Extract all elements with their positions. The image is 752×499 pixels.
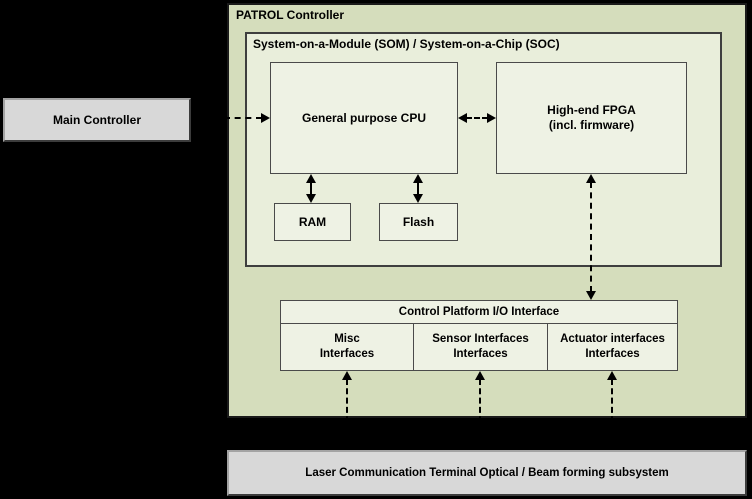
io-cell-misc-line2: Interfaces	[319, 348, 375, 360]
flash-box: Flash	[379, 203, 458, 241]
io-cell-actuator-line2: Interfaces	[585, 348, 640, 360]
dashed-line	[479, 379, 481, 450]
laser-subsystem-box: Laser Communication Terminal Optical / B…	[227, 450, 747, 496]
cpu-box: General purpose CPU	[270, 62, 458, 174]
som-soc-title: System-on-a-Module (SOM) / System-on-a-C…	[253, 37, 560, 51]
io-cell-sensor: Sensor Interfaces Interfaces	[413, 323, 548, 371]
ram-label: RAM	[298, 215, 327, 229]
fpga-label-line1: High-end FPGA	[547, 103, 636, 117]
solid-line	[310, 181, 312, 196]
arrowhead-right	[261, 113, 270, 123]
arrowhead-down	[586, 291, 596, 300]
dashed-line	[590, 182, 592, 292]
arrowhead-up	[413, 174, 423, 183]
io-interface-header-label: Control Platform I/O Interface	[398, 306, 560, 318]
flash-label: Flash	[402, 215, 435, 229]
arrowhead-right	[487, 113, 496, 123]
io-interface-header: Control Platform I/O Interface	[280, 300, 678, 324]
arrowhead-up	[475, 371, 485, 380]
io-cell-misc-line1: Misc	[334, 333, 360, 345]
dashed-line	[466, 117, 488, 119]
arrowhead-up	[342, 371, 352, 380]
io-cell-actuator-line1: Actuator interfaces	[560, 333, 665, 345]
patrol-controller-title: PATROL Controller	[236, 8, 344, 22]
main-controller-box: Main Controller	[3, 98, 191, 142]
laser-subsystem-label: Laser Communication Terminal Optical / B…	[305, 467, 669, 479]
arrowhead-down	[413, 194, 423, 203]
fpga-box: High-end FPGA (incl. firmware)	[496, 62, 687, 174]
arrowhead-up	[586, 174, 596, 183]
dashed-line	[192, 117, 262, 119]
io-cell-sensor-line2: Interfaces	[453, 348, 508, 360]
arrowhead-left	[458, 113, 467, 123]
cpu-label: General purpose CPU	[301, 111, 427, 125]
main-controller-label: Main Controller	[52, 113, 141, 127]
fpga-label-line2: (incl. firmware)	[548, 118, 635, 132]
arrowhead-down	[306, 194, 316, 203]
io-cell-sensor-line1: Sensor Interfaces	[432, 333, 529, 345]
arrowhead-up	[306, 174, 316, 183]
dashed-line	[346, 379, 348, 450]
io-cell-actuator: Actuator interfaces Interfaces	[547, 323, 678, 371]
patrol-controller-box: PATROL Controller System-on-a-Module (SO…	[227, 3, 747, 418]
ram-box: RAM	[274, 203, 351, 241]
dashed-line	[611, 379, 613, 450]
arrowhead-up	[607, 371, 617, 380]
solid-line	[417, 181, 419, 196]
som-soc-box: System-on-a-Module (SOM) / System-on-a-C…	[245, 32, 722, 267]
io-cell-misc: Misc Interfaces	[280, 323, 414, 371]
